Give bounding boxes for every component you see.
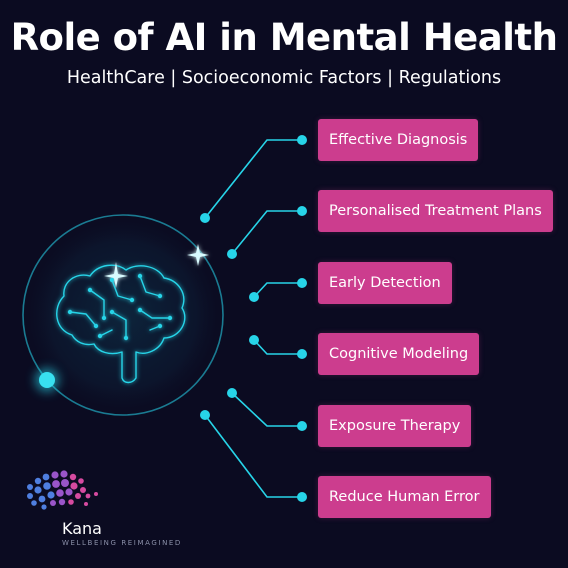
role-pill-effective-diagnosis: Effective Diagnosis [318, 119, 479, 161]
connector-2 [231, 210, 302, 255]
role-pill-personalised-treatment: Personalised Treatment Plans [318, 190, 553, 232]
brain-circuit-icon [56, 262, 186, 384]
connector-4 [253, 339, 302, 355]
brand-name: Kana [62, 519, 102, 538]
connector-6 [204, 414, 302, 498]
dotted-brain-logo-icon [27, 470, 98, 510]
connector-5 [231, 392, 302, 427]
role-pill-reduce-human-error: Reduce Human Error [318, 476, 491, 518]
connector-3 [253, 282, 302, 298]
role-pill-cognitive-modeling: Cognitive Modeling [318, 333, 480, 375]
sparkle-icon [187, 244, 209, 266]
connector-dots [200, 135, 307, 502]
orbit-ring [22, 214, 224, 416]
role-pill-early-detection: Early Detection [318, 262, 452, 304]
role-pill-exposure-therapy: Exposure Therapy [318, 405, 472, 447]
orbit-ball [39, 372, 55, 388]
page-subtitle: HealthCare | Socioeconomic Factors | Reg… [66, 68, 502, 88]
connector-1 [204, 139, 302, 219]
connector-lines [204, 139, 302, 498]
brand-tagline: WELLBEING REIMAGINED [62, 539, 182, 547]
brain-halo [18, 210, 228, 420]
page-title: Role of AI in Mental Health [10, 16, 558, 59]
